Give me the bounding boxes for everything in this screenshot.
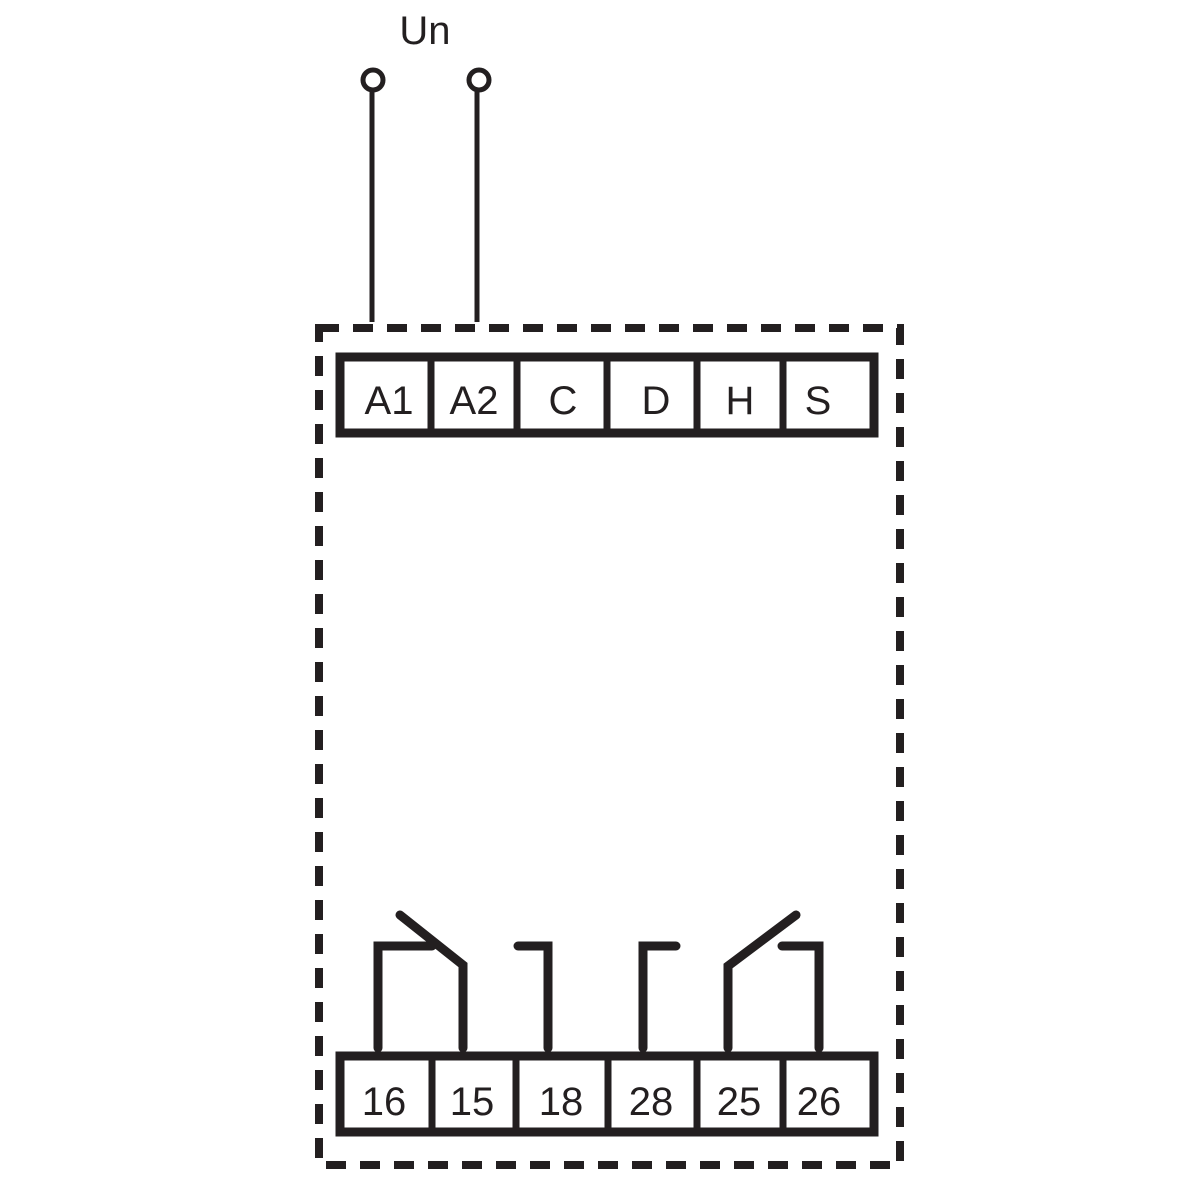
contact-28-no [638,941,681,1053]
terminal-a2-supply-node [466,67,492,93]
terminal-s: S [805,379,832,423]
bottom-terminal-block: 16 15 18 28 25 26 [335,1051,879,1137]
contact-15-blade [395,910,468,1053]
terminal-25: 25 [717,1080,762,1124]
terminal-a2: A2 [450,379,499,423]
terminal-15: 15 [450,1080,495,1124]
contact-18-no [513,941,553,1053]
contact-26-nc [777,941,824,1053]
top-terminal-block: A1 A2 C D H S [335,352,879,438]
terminal-c: C [549,379,578,423]
relay-contacts [373,910,824,1053]
terminal-16: 16 [362,1080,407,1124]
device-enclosure-dashed [315,324,904,1169]
terminal-26: 26 [797,1080,842,1124]
terminal-d: D [642,379,671,423]
terminal-a1-supply-node [360,67,386,93]
terminal-28: 28 [629,1080,674,1124]
terminal-a1: A1 [365,379,414,423]
contact-25-blade [723,910,801,1053]
supply-voltage-label: Un [399,9,450,53]
contact-16-nc [373,941,437,1053]
terminal-18: 18 [539,1080,584,1124]
terminal-h: H [726,379,755,423]
